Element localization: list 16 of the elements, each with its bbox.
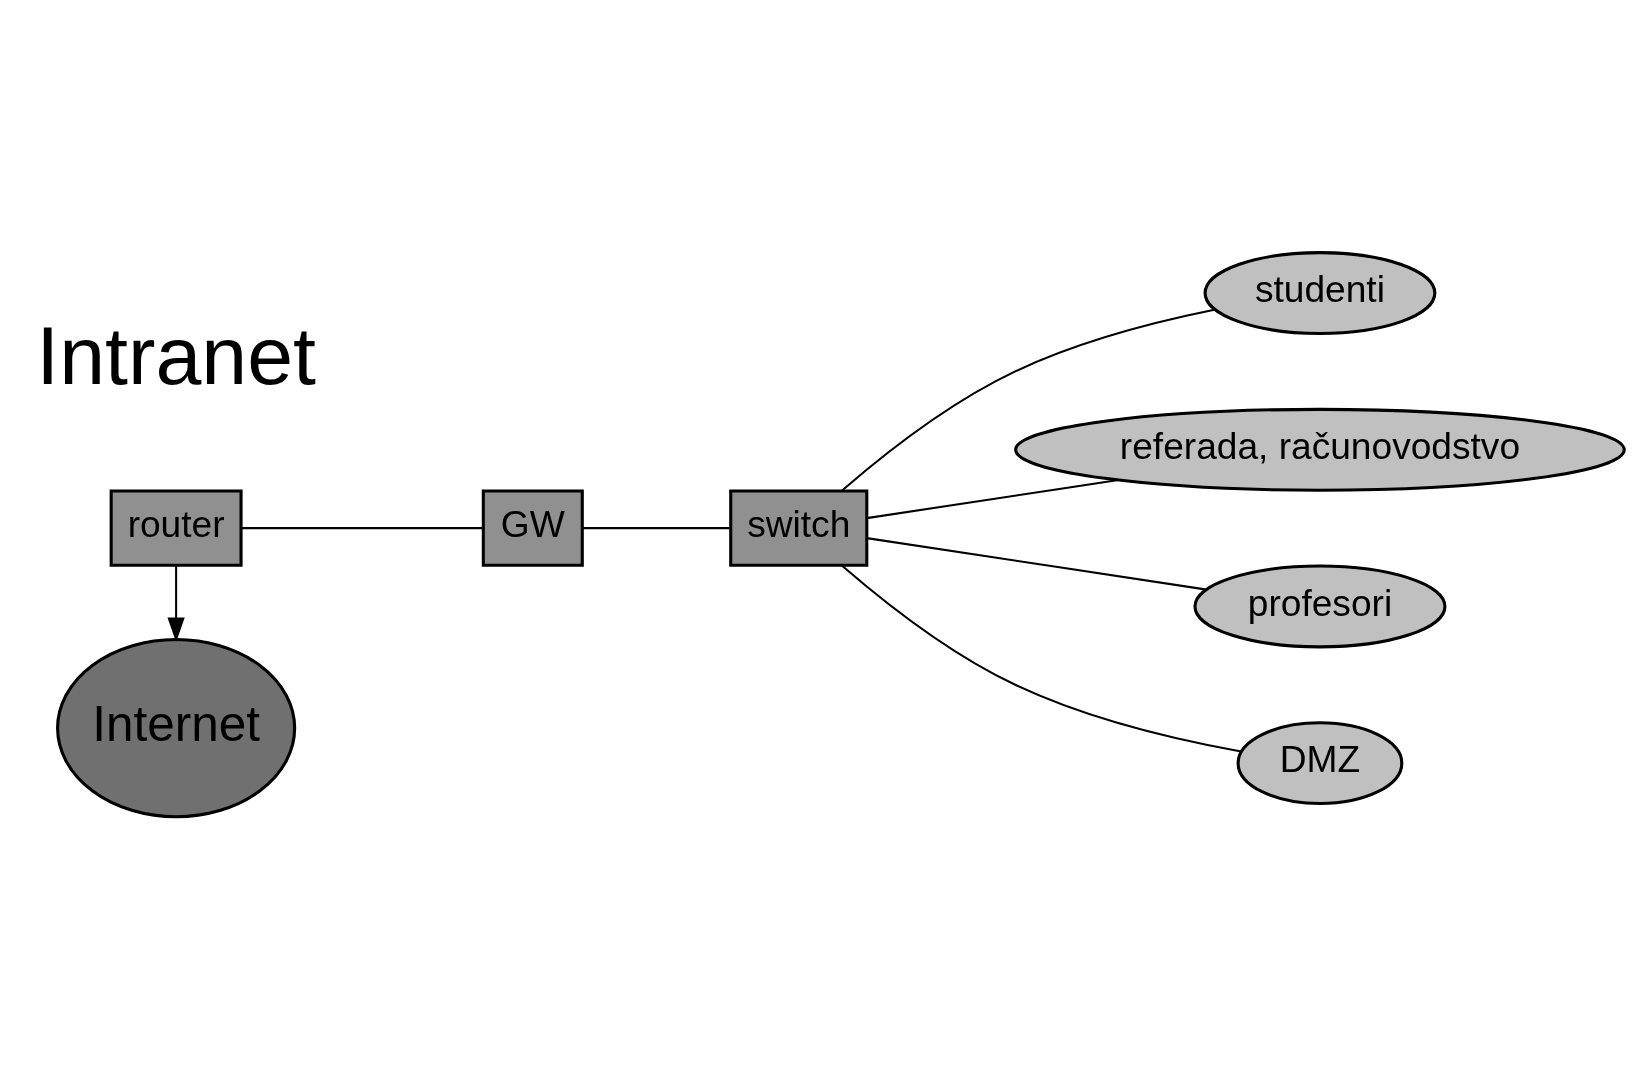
- node-box: GW: [481, 488, 584, 567]
- connector: [582, 526, 731, 529]
- node-ellipse: referada, računovodstvo: [1014, 407, 1626, 492]
- connector: [241, 526, 483, 529]
- node-box: switch: [729, 488, 869, 567]
- node-box: router: [109, 488, 243, 567]
- connector: [866, 536, 1206, 590]
- node-ellipse: profesori: [1193, 564, 1447, 648]
- connector: [841, 308, 1215, 491]
- label: Intranet: [36, 308, 316, 401]
- connector: [866, 478, 1117, 519]
- connector: [841, 564, 1242, 753]
- node-ellipse: studenti: [1203, 250, 1437, 335]
- arrow: [167, 564, 185, 642]
- node-ellipse: DMZ: [1236, 720, 1404, 805]
- node-ellipse: Internet: [56, 637, 297, 818]
